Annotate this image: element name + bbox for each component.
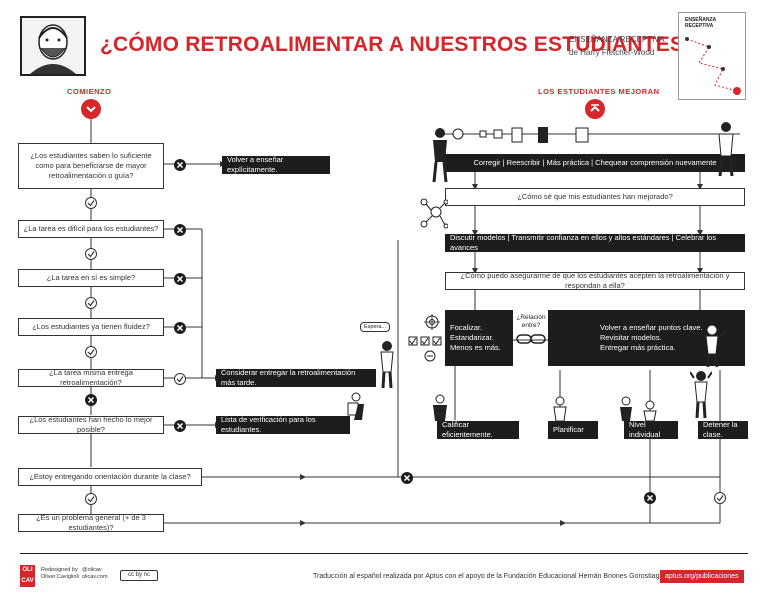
portrait-illustration [30,24,76,74]
action-checklist: Lista de verificación para los estudiant… [216,415,350,434]
action-individual: Nivel individual [624,420,678,439]
question-improved: ¿Cómo sé que mis estudiantes han mejorad… [445,188,745,206]
action-consider-later: Considerar entregar la retroalimentación… [216,368,376,387]
yes-check-icon [85,296,97,314]
no-x-icon [85,393,97,411]
aptus-link[interactable]: aptus.org/publicaciones [660,570,744,583]
cover-title: ENSEÑANZA RECEPTIVA [685,17,716,29]
focus-box: Focalizar. Estandarizar. Menos es más. [445,310,513,366]
no-x-icon [401,471,413,489]
redesign-credit: Redesigned by Oliver Caviglioli [41,567,79,581]
redesign-line1: Redesigned by [41,567,78,573]
olicav-logo: OLI CAV [20,565,35,587]
creative-commons-badge: cc by nc [120,570,158,581]
question-accept: ¿Cómo puedo asegurarme de que los estudi… [445,271,745,290]
translation-credit: Traducción al español realizada por Aptu… [313,573,666,580]
no-x-icon [174,272,186,290]
student-figure-icon [432,128,448,183]
reteach-key-label: Volver a enseñar puntos clave. [600,323,703,332]
revisit-models-label: Revisitar modelos. [600,333,662,342]
end-chevron-up-icon [585,99,605,119]
teacher-figure-icon [718,122,734,177]
no-x-icon [174,419,186,437]
website-link[interactable]: olicav.com [82,574,108,580]
yes-check-icon [85,345,97,363]
teacher-pointing-icon [705,324,728,368]
question-knowledge: ¿Los estudiantes saben lo suficiente com… [18,143,164,189]
waiting-figure-icon [380,341,394,389]
page-title: ¿CÓMO RETROALIMENTAR A NUESTROS ESTUDIAN… [100,33,698,56]
action-plan: Planificar [548,421,598,439]
yes-check-icon [714,491,726,509]
logo-top: OLI [22,567,33,573]
cover-map-illustration [685,37,741,95]
no-x-icon [174,158,186,176]
wait-bubble: Espera... [360,322,391,332]
more-practice-label: Entregar más práctica. [600,343,676,352]
discussion-network-icon [420,198,448,229]
yes-check-icon [85,196,97,214]
yes-check-icon [85,492,97,510]
redesign-line2: Oliver Caviglioli [41,574,79,580]
book-author: de Harry Fletcher-Wood [569,48,655,57]
planning-figure-icon [553,396,567,422]
question-fluency: ¿Los estudiantes ya tienen fluidez? [18,318,164,336]
book-title: ENSEÑANZA RECEPTIVA [569,35,665,44]
question-general-problem: ¿Es un problema general (+ de 3 estudian… [18,513,164,532]
footer-divider [20,553,748,554]
no-x-icon [174,223,186,241]
target-icon [424,314,440,330]
stop-class-figure-icon [690,371,712,419]
action-grade: Calificar eficientemente. [437,420,519,439]
action-reteach: Volver a enseñar explícitamente. [222,155,330,174]
individual-figures-icon [620,396,657,422]
no-x-icon [174,321,186,339]
checkbox-icons [408,336,442,346]
less-is-more-label: Menos es más. [450,343,501,352]
standardize-label: Estandarizar. [450,333,494,342]
book-cover: ENSEÑANZA RECEPTIVA [678,12,746,100]
link-chain-icon [516,334,546,344]
start-label: COMIENZO [67,87,112,96]
focus-label: Focalizar. [450,323,483,332]
question-task-difficult: ¿La tarea es difícil para los estudiante… [18,220,164,238]
grading-figure-icon [433,394,447,421]
action-correct: Corregir | Reescribir | Más práctica | C… [445,154,745,172]
feedback-documents-icons [452,127,589,143]
question-best-effort: ¿Los estudiantes han hecho lo mejor posi… [18,415,164,434]
social-credit: @olicav olicav.com [82,567,108,581]
action-stop: Detener la clase. [698,420,748,439]
question-task-simple: ¿La tarea en sí es simple? [18,269,164,287]
end-label: LOS ESTUDIANTES MEJORAN [538,87,660,96]
checklist-figure-icon [347,392,364,420]
author-portrait [20,16,86,76]
yes-check-icon [85,247,97,265]
no-x-icon [644,491,656,509]
relation-label: ¿Relación entre? [516,314,546,329]
yes-check-icon [174,372,186,390]
question-guidance: ¿Estoy entregando orientación durante la… [18,468,202,486]
minus-circle-icon [424,350,436,362]
action-discuss: Discutir modelos | Transmitir confianza … [445,233,745,252]
question-task-feedback: ¿La tarea misma entrega retroalimentació… [18,368,164,387]
start-chevron-icon [81,99,101,119]
twitter-handle[interactable]: @olicav [82,567,102,573]
logo-bottom: CAV [21,578,34,584]
